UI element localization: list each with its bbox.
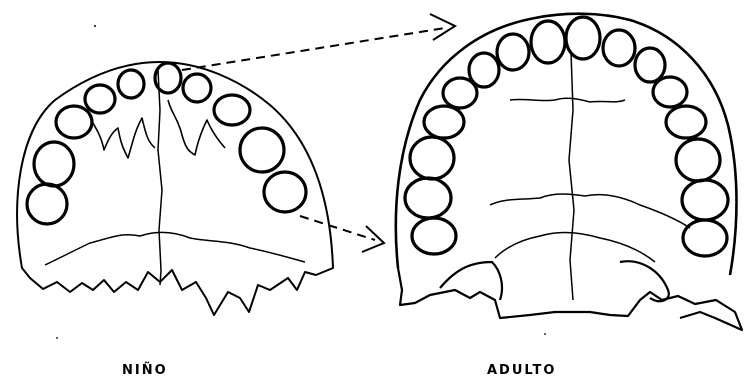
adult-posterior-rugae — [490, 194, 690, 262]
adult-teeth — [405, 17, 728, 256]
arrow-top-head — [430, 14, 455, 40]
child-label: NIÑO — [122, 363, 168, 378]
child-palate-outline — [17, 62, 333, 315]
arrow-top-line — [182, 28, 445, 70]
adult-label: ADULTO — [487, 363, 556, 378]
speck-marks — [56, 25, 546, 339]
adult-midline — [569, 52, 574, 300]
child-midline — [158, 70, 162, 285]
child-teeth — [27, 63, 306, 224]
adult-anterior-rugae — [510, 98, 625, 102]
child-dental-arch-icon — [17, 62, 333, 315]
arrow-bottom-line — [300, 216, 375, 240]
adult-dental-arch-icon — [396, 14, 742, 330]
dashed-arrow-icon — [182, 14, 455, 252]
child-posterior-ruga — [45, 232, 305, 265]
